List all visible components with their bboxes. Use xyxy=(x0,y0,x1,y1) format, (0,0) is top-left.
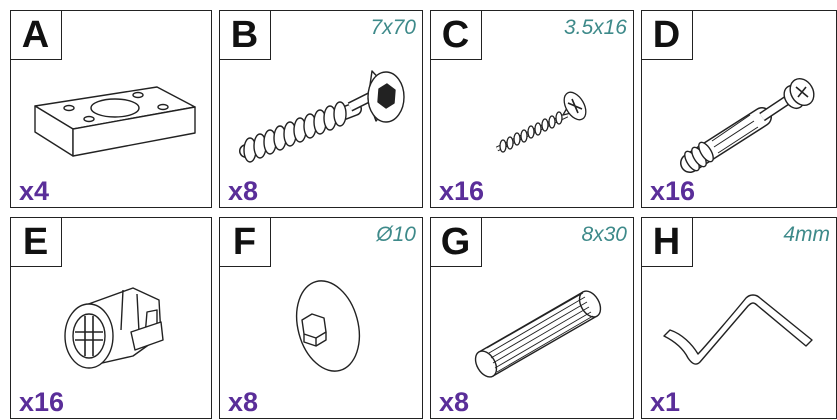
part-quantity: x16 xyxy=(439,178,484,205)
part-quantity: x8 xyxy=(228,389,258,416)
part-card-h: H 4mm x1 xyxy=(641,217,837,419)
part-quantity: x4 xyxy=(19,178,49,205)
part-card-d: D x16 xyxy=(641,10,837,208)
part-card-a: A x4 xyxy=(10,10,212,208)
part-quantity: x8 xyxy=(228,178,258,205)
part-card-e: E x16 xyxy=(10,217,212,419)
part-quantity: x16 xyxy=(19,389,64,416)
part-card-b: B 7x70 x8 xyxy=(219,10,423,208)
part-card-f: F Ø10 x8 xyxy=(219,217,423,419)
part-quantity: x16 xyxy=(650,178,695,205)
part-card-c: C 3.5x16 x16 xyxy=(430,10,634,208)
part-quantity: x1 xyxy=(650,389,680,416)
part-quantity: x8 xyxy=(439,389,469,416)
part-card-g: G 8x30 x8 xyxy=(430,217,634,419)
